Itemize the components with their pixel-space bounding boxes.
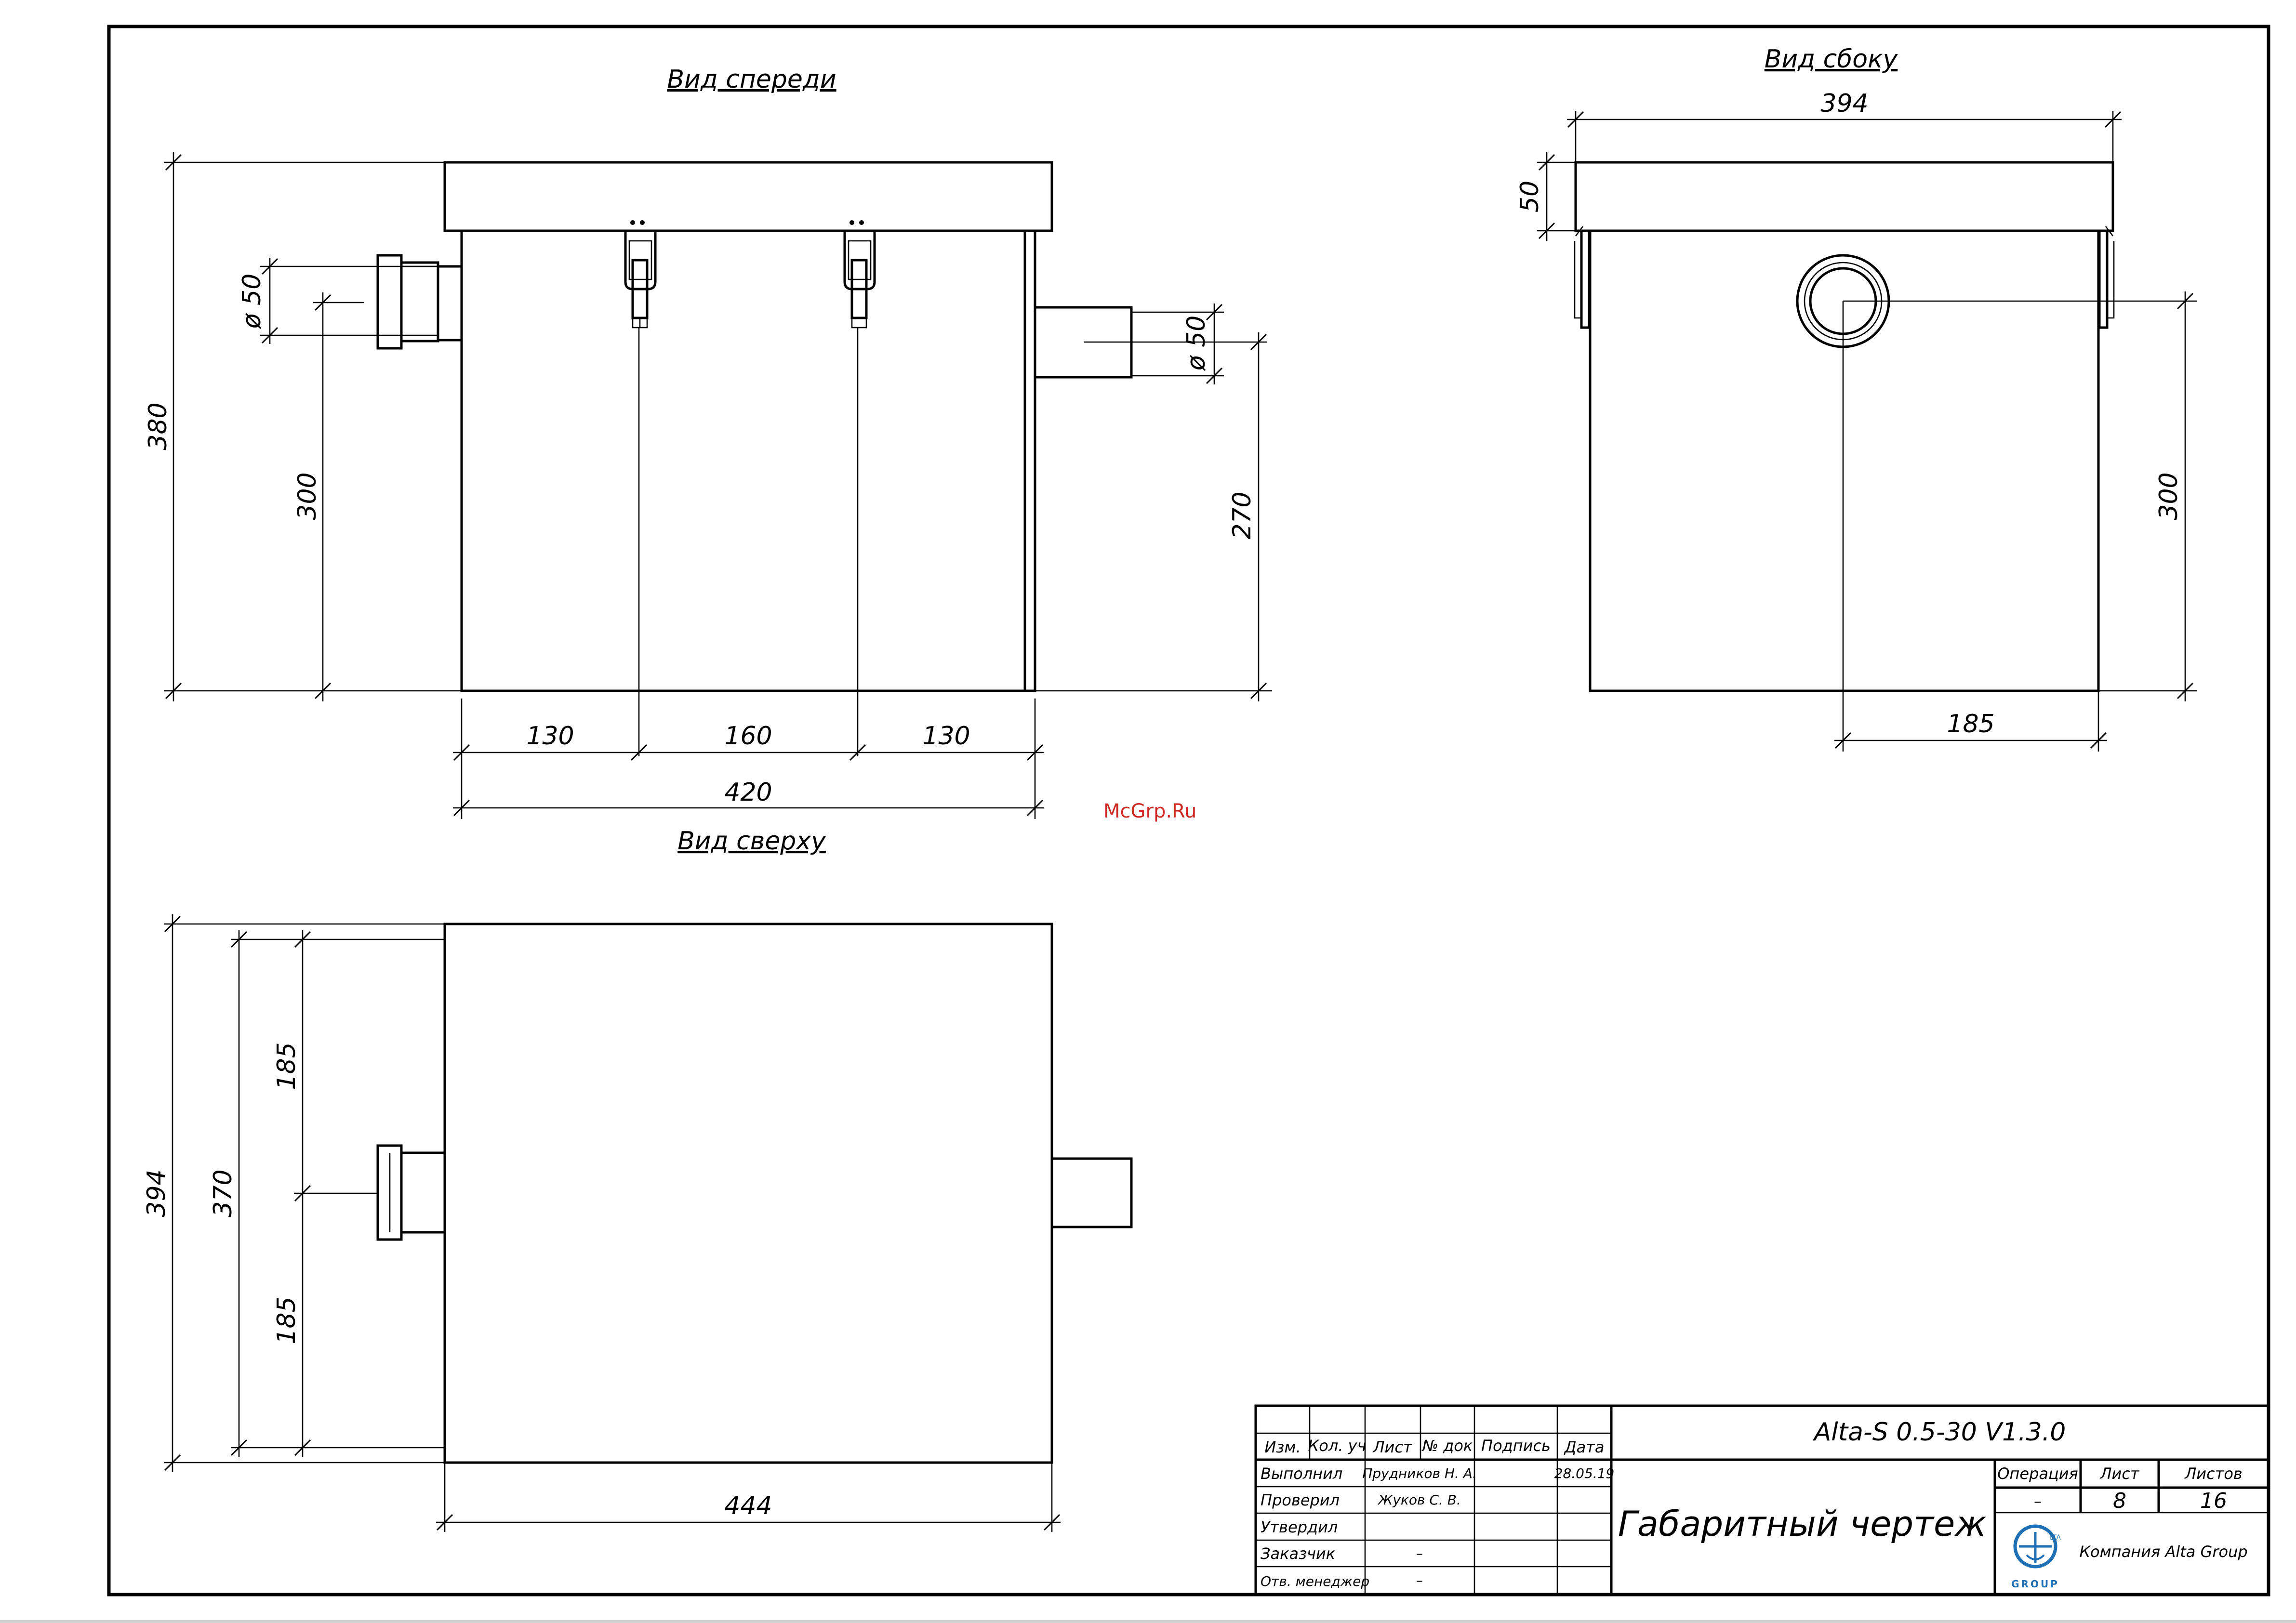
tb-designation: Alta-S 0.5-30 V1.3.0 bbox=[1813, 1418, 2066, 1447]
side-lid bbox=[1574, 161, 2114, 232]
tb-company: Компания Alta Group bbox=[2079, 1543, 2247, 1561]
tb-date-1: 28.05.19 bbox=[1554, 1465, 1615, 1481]
alta-group-logo: LTA GROUP bbox=[2011, 1524, 2061, 1590]
dim-top-185-upper: 185 bbox=[272, 1042, 301, 1090]
dim-top-185-lower: 185 bbox=[272, 1296, 301, 1344]
dim-front-chain: 130 160 130 bbox=[453, 699, 1044, 819]
tb-sheets-value: 16 bbox=[2200, 1489, 2227, 1513]
tb-header-list: Лист bbox=[1372, 1438, 1412, 1456]
tb-header-sign: Подпись bbox=[1481, 1437, 1551, 1455]
side-view-title: Вид сбоку bbox=[1765, 45, 1898, 74]
front-lid bbox=[443, 161, 1053, 232]
top-body bbox=[443, 923, 1053, 1464]
top-view: Вид сверху 394 370 185 bbox=[142, 827, 1133, 1532]
dim-side-394: 394 bbox=[1567, 89, 2122, 162]
dim-front-130-right: 130 bbox=[922, 722, 970, 751]
dim-front-inlet-d50-text: ø 50 bbox=[238, 274, 266, 330]
tb-header-date: Дата bbox=[1564, 1438, 1605, 1456]
dim-front-300-text: 300 bbox=[293, 472, 322, 520]
tb-name-1: Прудников Н. А. bbox=[1362, 1465, 1477, 1481]
dim-front-380: 380 bbox=[144, 152, 462, 701]
dim-top-185-chain: 185 185 bbox=[272, 930, 378, 1457]
dim-front-300: 300 bbox=[293, 292, 364, 701]
dim-front-270: 270 bbox=[1035, 332, 1272, 701]
dim-top-394: 394 bbox=[142, 914, 445, 1472]
tb-header-kol: Кол. уч bbox=[1308, 1437, 1367, 1455]
front-view-title: Вид спереди bbox=[667, 65, 836, 94]
tb-name-2: Жуков С. В. bbox=[1377, 1492, 1461, 1508]
tb-role-4: Заказчик bbox=[1261, 1544, 1336, 1563]
tb-sheet-value: 8 bbox=[2113, 1489, 2126, 1513]
tb-role-2: Проверил bbox=[1261, 1491, 1340, 1509]
logo-group-text: GROUP bbox=[2011, 1578, 2059, 1590]
dim-top-370-text: 370 bbox=[209, 1169, 238, 1217]
latch-left bbox=[624, 220, 657, 329]
inlet-pipe-front bbox=[376, 254, 463, 350]
tb-header-izm: Изм. bbox=[1264, 1438, 1301, 1456]
dim-top-394-text: 394 bbox=[142, 1169, 171, 1217]
latch-right bbox=[843, 220, 876, 329]
front-body bbox=[460, 229, 1036, 692]
dim-side-300: 300 bbox=[1843, 291, 2197, 701]
tb-sheet-label: Лист bbox=[2099, 1465, 2139, 1483]
dim-side-394-text: 394 bbox=[1820, 89, 1868, 118]
tb-header-doc: № док bbox=[1421, 1437, 1473, 1455]
inlet-pipe-top bbox=[376, 1144, 446, 1241]
watermark: McGrp.Ru bbox=[1103, 800, 1196, 822]
tb-role-3: Утвердил bbox=[1261, 1518, 1338, 1536]
dim-front-160: 160 bbox=[724, 722, 772, 751]
dim-front-270-text: 270 bbox=[1228, 491, 1257, 539]
dim-front-130-left: 130 bbox=[526, 722, 574, 751]
side-body bbox=[1589, 229, 2100, 692]
top-view-title: Вид сверху bbox=[677, 827, 826, 856]
dim-front-outlet-d50-text: ø 50 bbox=[1182, 316, 1211, 371]
dim-top-444-text: 444 bbox=[724, 1491, 772, 1520]
front-view: Вид спереди bbox=[144, 65, 1272, 819]
logo-small-text: LTA bbox=[2050, 1534, 2061, 1542]
tb-role-5: Отв. менеджер bbox=[1261, 1573, 1369, 1589]
dim-side-300-text: 300 bbox=[2154, 472, 2183, 520]
dim-front-outlet-d50: ø 50 bbox=[1084, 303, 1267, 384]
tb-name-4: – bbox=[1416, 1545, 1423, 1561]
side-latch-left bbox=[1574, 226, 1591, 329]
dim-side-185: 185 bbox=[1834, 301, 2107, 752]
outlet-pipe-top bbox=[1050, 1157, 1133, 1228]
dim-front-inlet-d50: ø 50 bbox=[238, 258, 438, 344]
tb-name-5: – bbox=[1416, 1572, 1423, 1588]
tb-operation-value: – bbox=[2034, 1492, 2042, 1510]
tb-sheets-label: Листов bbox=[2184, 1465, 2243, 1483]
dim-side-50: 50 bbox=[1515, 152, 1576, 241]
dim-side-50-text: 50 bbox=[1515, 181, 1544, 212]
dim-front-420: 420 bbox=[453, 778, 1044, 817]
dim-top-444: 444 bbox=[436, 1463, 1061, 1532]
dim-top-370: 370 bbox=[209, 930, 445, 1457]
tb-drawing-name: Габаритный чертеж bbox=[1618, 1504, 1987, 1544]
dim-side-185-text: 185 bbox=[1947, 710, 1994, 739]
dim-front-380-text: 380 bbox=[144, 402, 173, 450]
side-view: Вид сбоку 394 bbox=[1515, 45, 2197, 752]
bottom-scroll-strip bbox=[0, 1620, 2296, 1623]
tb-operation-label: Операция bbox=[1997, 1465, 2078, 1483]
dim-front-420-text: 420 bbox=[724, 778, 772, 807]
drawing-frame bbox=[107, 25, 2270, 1597]
tb-role-1: Выполнил bbox=[1261, 1465, 1342, 1483]
title-block: Изм. Кол. уч Лист № док Подпись Дата Вып… bbox=[1254, 1404, 2270, 1596]
side-latch-right bbox=[2098, 226, 2115, 329]
